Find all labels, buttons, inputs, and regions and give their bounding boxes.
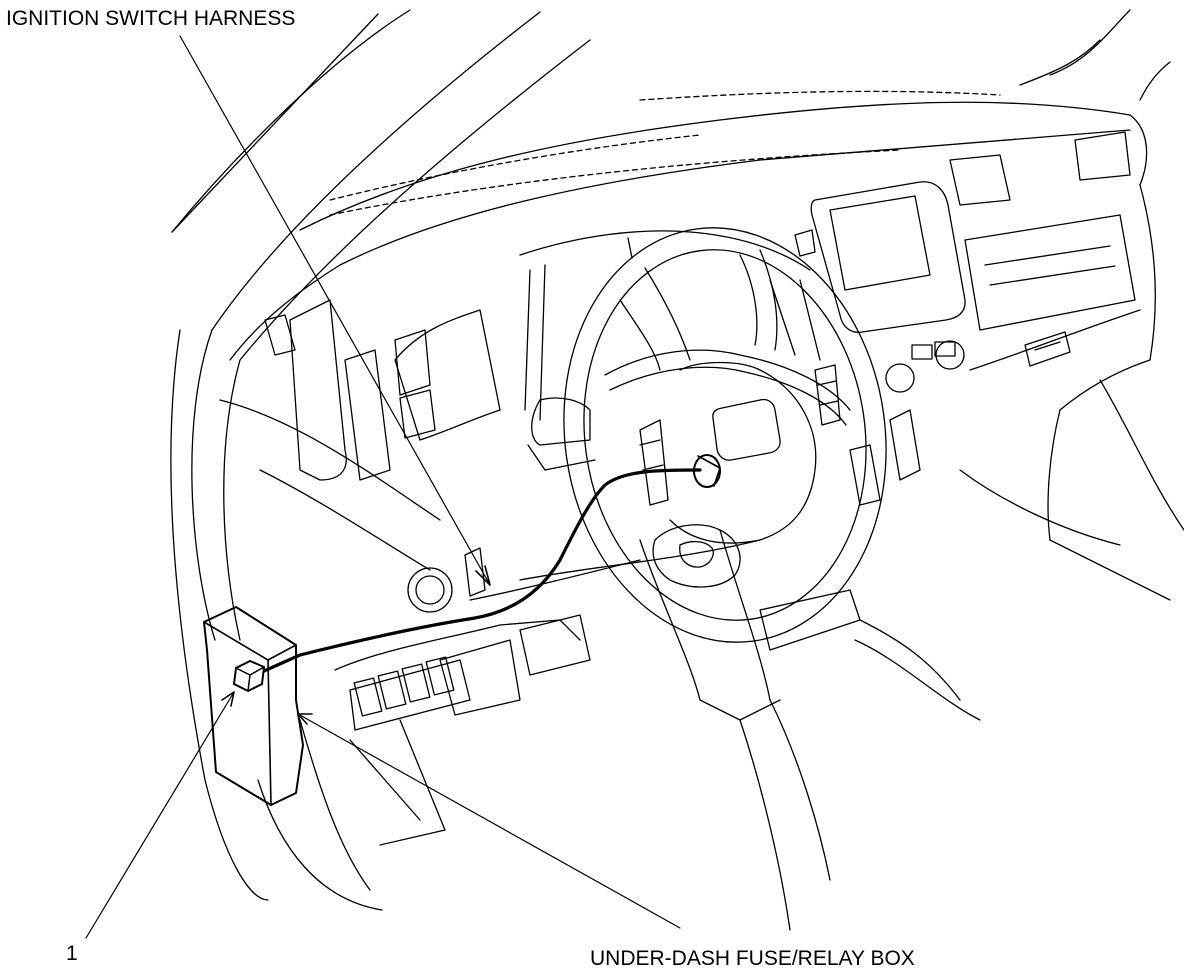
ignition-switch-harness bbox=[253, 454, 721, 677]
steering-column bbox=[639, 529, 981, 931]
fuse-box-leader-arrow bbox=[297, 713, 313, 725]
connector-number-label: 1 bbox=[66, 942, 78, 965]
leader-lines bbox=[85, 35, 681, 939]
connector-leader-arrow bbox=[221, 691, 235, 707]
dashboard-top bbox=[229, 9, 1171, 361]
connector-leader-line bbox=[85, 691, 235, 939]
left-dash bbox=[219, 299, 761, 613]
ignition-switch-harness-label: IGNITION SWITCH HARNESS bbox=[6, 7, 296, 30]
lower-panel bbox=[299, 614, 591, 891]
ignition-leader-arrow bbox=[475, 565, 491, 586]
under-dash-fuse-relay-box bbox=[203, 606, 304, 806]
center-stack bbox=[810, 131, 1136, 393]
ignition-leader-line bbox=[179, 35, 491, 586]
connector-1 bbox=[233, 660, 265, 692]
fuse-box-leader-line bbox=[297, 713, 681, 929]
a-pillar bbox=[170, 9, 591, 911]
steering-wheel bbox=[527, 227, 921, 643]
under-dash-fuse-relay-box-label: UNDER-DASH FUSE/RELAY BOX bbox=[590, 947, 915, 970]
right-dash bbox=[959, 184, 1184, 601]
